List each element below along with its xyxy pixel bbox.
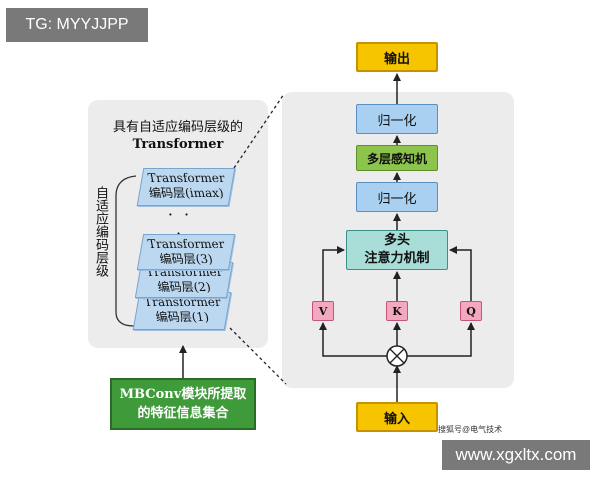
arrow-v-to-attention (322, 246, 345, 301)
panel-title: 具有自适应编码层级的 Transformer (96, 119, 260, 153)
input-box: 输入 (356, 402, 438, 432)
norm-box-top: 归一化 (356, 104, 438, 134)
q-box: Q (460, 301, 482, 321)
layer-name: Transformer (146, 237, 226, 251)
arrow-mix-to-v (319, 322, 387, 357)
panel-title-line2: Transformer (132, 137, 224, 152)
zoom-line-bottom (229, 327, 287, 385)
source-note: 搜狐号@电气技术 (438, 425, 503, 434)
mbconv-line2: 的特征信息集合 (137, 406, 229, 421)
zoom-line-top (233, 93, 285, 169)
arrow-mix-to-q (407, 322, 475, 357)
ellipsis: · · · (167, 205, 193, 243)
layer-index: 编码层(imax) (147, 186, 225, 200)
mlp-box: 多层感知机 (356, 145, 438, 171)
v-box: V (312, 301, 334, 321)
layer-index: 编码层(2) (156, 280, 212, 294)
norm-box-bottom: 归一化 (356, 182, 438, 212)
multi-head-attention-box: 多头 注意力机制 (346, 230, 448, 270)
output-box: 输出 (356, 42, 438, 72)
k-box: K (386, 301, 408, 321)
mbconv-line1: MBConv模块所提取 (119, 387, 247, 402)
watermark-bottom: www.xgxltx.com (442, 440, 590, 470)
layer-index: 编码层(1) (154, 310, 210, 324)
watermark-top: TG: MYYJJPP (6, 8, 148, 42)
adaptive-levels-label: 自适应编码层级 (93, 186, 108, 277)
mbconv-features-box: MBConv模块所提取 的特征信息集合 (110, 378, 256, 430)
layer-bracket (115, 175, 137, 327)
attention-line1: 多头 (383, 233, 410, 248)
layer-name: Transformer (146, 171, 226, 185)
attention-line2: 注意力机制 (364, 251, 430, 266)
layer-index: 编码层(3) (158, 252, 214, 266)
arrow-q-to-attention (449, 246, 472, 301)
panel-title-line1: 具有自适应编码层级的 (112, 120, 243, 135)
